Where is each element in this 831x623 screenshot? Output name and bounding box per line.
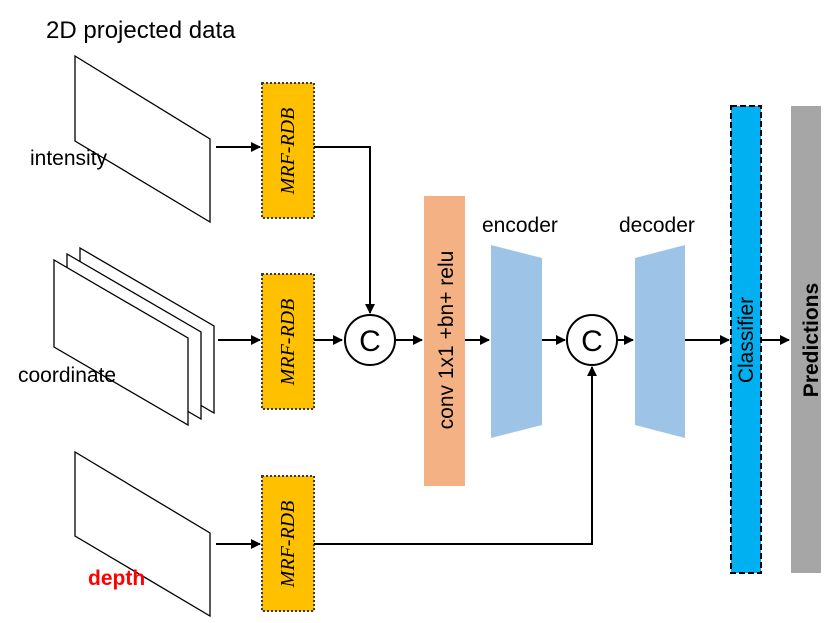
classifier-block: Classifier: [730, 105, 762, 574]
encoder-block: [491, 245, 542, 438]
mrf-rdb-label: MRF-RDB: [277, 299, 299, 387]
mrf-rdb-label: MRF-RDB: [277, 501, 299, 589]
mrf-rdb-block-coordinate: MRF-RDB: [261, 273, 315, 410]
concat-node-1: C: [344, 314, 396, 366]
decoder-label: decoder: [619, 214, 695, 237]
arrow-intensity-mrf-to-concat: [314, 146, 375, 314]
decoder-block: [635, 245, 685, 438]
diagram-title: 2D projected data: [46, 17, 236, 44]
concat-symbol: C: [581, 325, 603, 358]
arrow-depth-mrf-to-concat: [314, 366, 597, 545]
concat-node-2: C: [566, 314, 618, 366]
depth-plane: [74, 450, 211, 618]
intensity-plane: [74, 54, 211, 224]
mrf-rdb-block-depth: MRF-RDB: [261, 475, 315, 612]
intensity-label: intensity: [30, 147, 108, 170]
concat-symbol: C: [359, 325, 381, 358]
mrf-rdb-label: MRF-RDB: [277, 108, 299, 196]
mrf-rdb-block-intensity: MRF-RDB: [261, 82, 315, 219]
conv-label: conv 1x1 +bn+ relu: [435, 251, 458, 430]
depth-label: depth: [88, 567, 145, 590]
conv-bn-relu-block: conv 1x1 +bn+ relu: [424, 196, 465, 486]
classifier-label: Classifier: [735, 297, 758, 383]
coordinate-plane-front: [53, 258, 189, 427]
coordinate-label: coordinate: [18, 364, 116, 387]
predictions-bar: [791, 106, 821, 573]
encoder-label: encoder: [482, 214, 558, 237]
predictions-label: Predictions: [800, 283, 823, 397]
